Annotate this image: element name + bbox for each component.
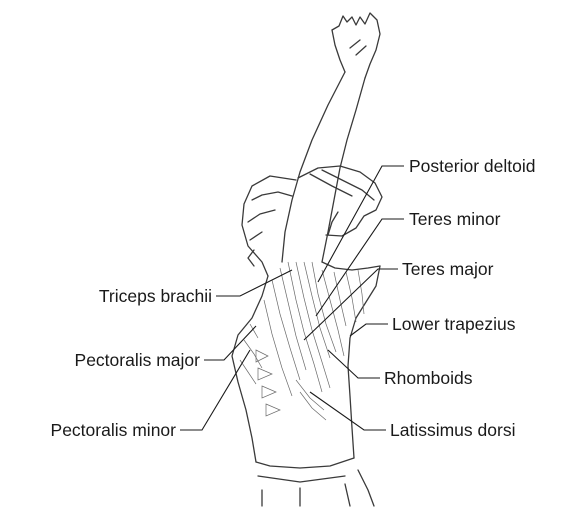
muscle-shading bbox=[240, 262, 364, 420]
label-teres-minor: Teres minor bbox=[409, 209, 501, 229]
label-triceps-brachii: Triceps brachii bbox=[99, 286, 212, 306]
label-latissimus-dorsi: Latissimus dorsi bbox=[390, 420, 515, 440]
head bbox=[242, 176, 296, 276]
leader-teres-minor bbox=[316, 219, 404, 316]
torso bbox=[232, 262, 380, 506]
label-pectoralis-major: Pectoralis major bbox=[75, 350, 201, 370]
leader-rhomboids bbox=[328, 350, 380, 378]
label-teres-major: Teres major bbox=[402, 259, 494, 279]
label-rhomboids: Rhomboids bbox=[384, 368, 473, 388]
leader-lines bbox=[180, 166, 404, 430]
body-figure bbox=[232, 13, 382, 506]
leader-latissimus-dorsi bbox=[310, 392, 386, 430]
leader-lower-trapezius bbox=[350, 324, 388, 336]
leader-triceps-brachii bbox=[216, 270, 292, 296]
label-lower-trapezius: Lower trapezius bbox=[392, 314, 516, 334]
leader-pectoralis-major bbox=[204, 326, 256, 360]
serratus-teeth bbox=[256, 350, 280, 416]
label-posterior-deltoid: Posterior deltoid bbox=[409, 156, 535, 176]
label-pectoralis-minor: Pectoralis minor bbox=[51, 420, 177, 440]
leader-teres-major bbox=[304, 269, 398, 340]
hand-on-head bbox=[298, 166, 382, 236]
